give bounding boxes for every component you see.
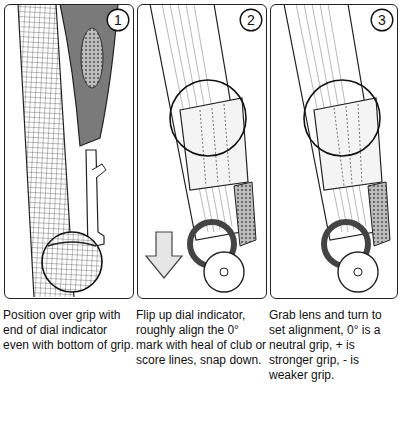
step-caption: Flip up dial indicator, roughly align th… xyxy=(136,308,268,368)
step-number: 1 xyxy=(106,8,130,32)
step-caption: Grab lens and turn to set alignment, 0° … xyxy=(269,308,399,383)
step-number: 3 xyxy=(370,8,394,32)
callout-number: 2 xyxy=(239,8,263,32)
step-number: 2 xyxy=(239,8,263,32)
grip-illustration xyxy=(18,5,118,297)
callout-number: 1 xyxy=(106,8,130,32)
step-panel: Position over grip with end of dial indi… xyxy=(4,4,134,299)
step-panel: Grab lens and turn to set alignment, 0° … xyxy=(270,4,398,299)
dial-illustration xyxy=(146,5,256,292)
lens-illustration xyxy=(284,5,390,292)
step-caption: Position over grip with end of dial indi… xyxy=(3,308,135,353)
step-panel: Flip up dial indicator, roughly align th… xyxy=(137,4,267,299)
callout-number: 3 xyxy=(370,8,394,32)
